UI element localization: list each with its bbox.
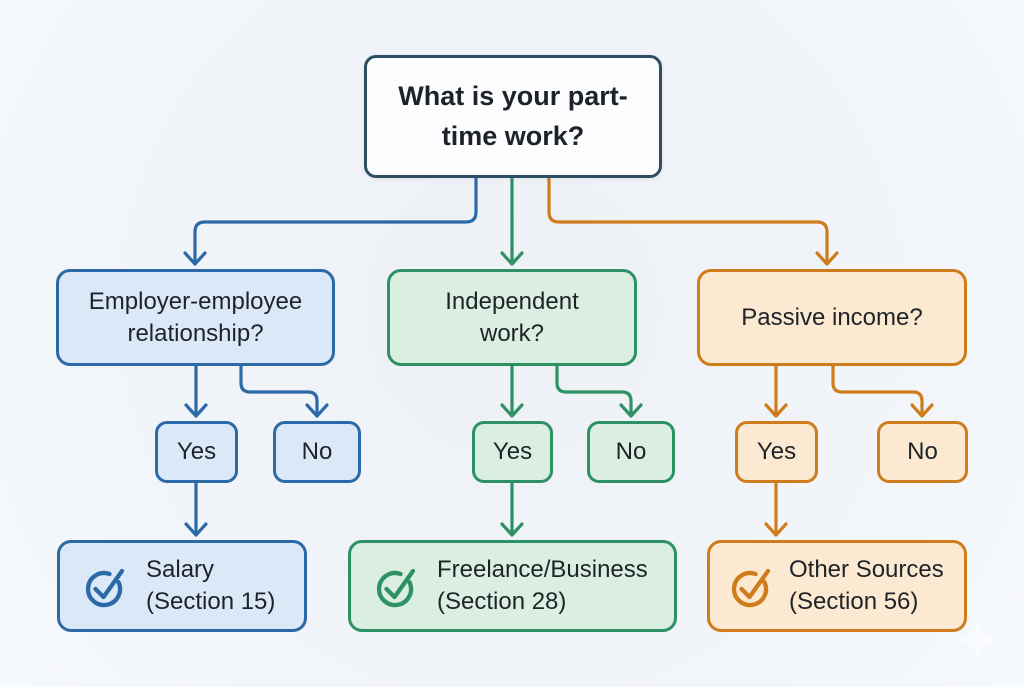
node-employment-question: Employer-employee relationship?	[56, 269, 335, 366]
wire-root-to-employment	[183, 176, 478, 266]
wire-root-to-passive	[547, 176, 839, 266]
independent-yes-label: Yes	[492, 438, 533, 466]
independent-no-label: No	[615, 438, 647, 466]
root-question-text: What is your part-time work?	[398, 81, 628, 151]
check-circle-icon	[375, 563, 421, 609]
node-passive-yes: Yes	[735, 421, 818, 483]
passive-result-title: Other Sources	[789, 556, 944, 584]
employment-question-text: Employer-employee relationship?	[88, 287, 303, 347]
node-employment-result: Salary (Section 15)	[57, 540, 307, 632]
passive-question-text: Passive income?	[741, 303, 923, 331]
node-employment-no: No	[273, 421, 361, 483]
node-passive-question: Passive income?	[697, 269, 967, 366]
node-independent-yes: Yes	[472, 421, 553, 483]
node-passive-no: No	[877, 421, 968, 483]
node-root-question: What is your part-time work?	[364, 55, 662, 178]
node-passive-result: Other Sources (Section 56)	[707, 540, 967, 632]
sparkle-icon	[958, 620, 998, 660]
wire-employment-no	[239, 364, 329, 418]
check-circle-icon	[730, 563, 776, 609]
employment-result-section: (Section 15)	[146, 588, 276, 615]
employment-no-label: No	[301, 438, 333, 466]
wire-employment-yes	[184, 364, 208, 418]
node-employment-yes: Yes	[155, 421, 238, 483]
employment-yes-label: Yes	[176, 438, 217, 466]
node-independent-result: Freelance/Business (Section 28)	[348, 540, 677, 632]
independent-result-section: (Section 28)	[437, 588, 567, 615]
passive-yes-label: Yes	[756, 438, 797, 466]
employment-result-title: Salary	[146, 556, 215, 584]
wire-passive-yes	[764, 364, 788, 418]
wire-passive-no	[831, 364, 934, 418]
wire-independent-yes	[500, 364, 524, 418]
wire-independent-yes-to-result	[500, 481, 524, 537]
independent-result-title: Freelance/Business	[437, 556, 648, 584]
check-circle-icon	[84, 563, 130, 609]
node-independent-question: Independent work?	[387, 269, 637, 366]
passive-no-label: No	[907, 438, 938, 466]
wire-passive-yes-to-result	[764, 481, 788, 537]
independent-question-text: Independent work?	[445, 287, 579, 347]
passive-result-section: (Section 56)	[789, 588, 919, 615]
node-independent-no: No	[587, 421, 675, 483]
wire-employment-yes-to-result	[184, 481, 208, 537]
wire-root-to-independent	[500, 176, 524, 266]
wire-independent-no	[555, 364, 643, 418]
